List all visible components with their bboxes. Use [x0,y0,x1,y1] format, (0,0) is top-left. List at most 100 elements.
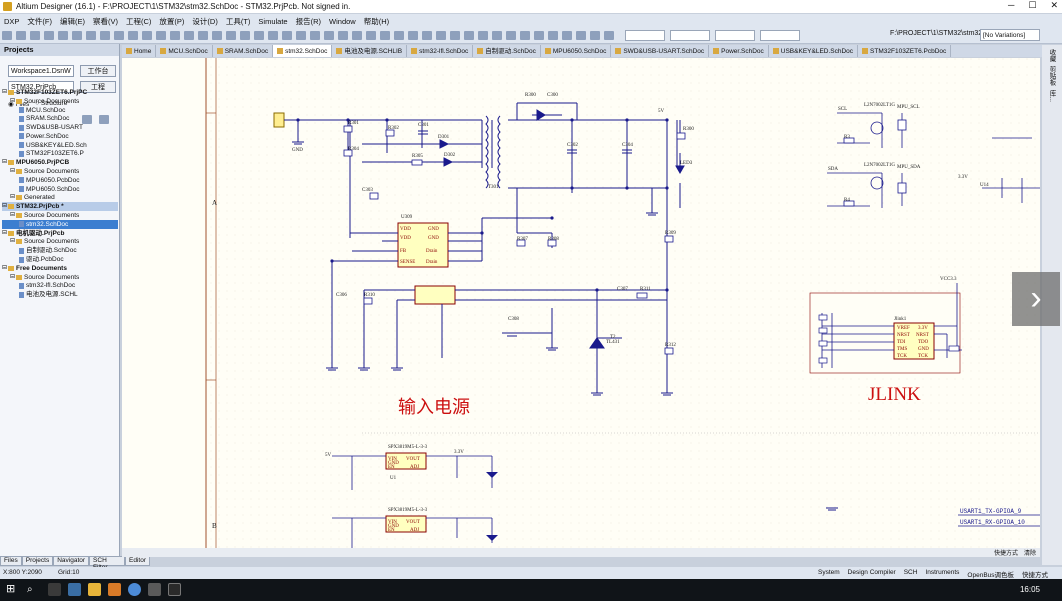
document-tab[interactable]: 自制驱动.SchDoc [473,45,541,57]
menu-item[interactable]: 编辑(E) [60,16,85,26]
expand-icon[interactable]: ⊟ [2,203,8,210]
document-tab[interactable]: SWD&USB-USART.SchDoc [611,45,710,57]
tree-item[interactable]: 自制驱动.SchDoc [2,246,118,255]
tree-item[interactable]: MPU6050.PcbDoc [2,176,118,185]
toolbar-icon[interactable] [324,31,334,40]
expand-icon[interactable]: ⊟ [2,88,8,95]
right-panel-tab[interactable]: 收藏 [1048,49,1055,62]
document-tab[interactable]: STM32F103ZET6.PcbDoc [858,45,952,57]
toolbar-icon[interactable] [310,31,320,40]
close-button[interactable]: ✕ [1050,0,1058,10]
app-icon[interactable] [148,583,161,596]
edge-icon[interactable] [68,583,81,596]
toolbar-icon[interactable] [604,31,614,40]
status-item[interactable]: System [818,569,840,576]
workspace-select[interactable]: Workspace1.DsnW [8,65,74,77]
document-tab[interactable]: Home [122,45,157,57]
expand-icon[interactable]: ⊟ [10,273,16,280]
toolbar-icon[interactable] [240,31,250,40]
menu-item[interactable]: 工具(T) [225,16,251,26]
toolbar-icon[interactable] [534,31,544,40]
document-tab[interactable]: MPU6050.SchDoc [541,45,612,57]
status-item[interactable]: Instruments [925,569,960,576]
toolbar-icon[interactable] [492,31,502,40]
toolbar-icon[interactable] [156,31,166,40]
toolbar-icon[interactable] [408,31,418,40]
menu-item[interactable]: 放置(P) [159,16,185,26]
sheet-tab[interactable]: 清除 [1023,551,1036,557]
toolbar-icon[interactable] [338,31,348,40]
expand-icon[interactable]: ⊟ [2,229,8,236]
toolbar-icon[interactable] [590,31,600,40]
filter-combo-2[interactable] [670,30,710,41]
workspace-button[interactable]: 工作台 [80,65,116,77]
toolbar-icon[interactable] [142,31,152,40]
project-button[interactable]: 工程 [80,81,116,93]
document-tab[interactable]: Power.SchDoc [709,45,769,57]
toolbar-icon[interactable] [450,31,460,40]
tree-item[interactable]: ⊟Source Documents [2,97,118,106]
menu-item[interactable]: 帮助(H) [363,16,390,26]
toolbar-icon[interactable] [226,31,236,40]
status-item[interactable]: Design Compiler [847,569,896,576]
document-tab[interactable]: MCU.SchDoc [156,45,213,57]
toolbar-icon[interactable] [86,31,96,40]
tree-item[interactable]: ⊟Source Documents [2,211,118,220]
expand-icon[interactable]: ⊟ [10,168,16,175]
filter-combo-3[interactable] [715,30,755,41]
toolbar-icon[interactable] [254,31,264,40]
toolbar-icon[interactable] [72,31,82,40]
toolbar-icon[interactable] [520,31,530,40]
toolbar-icon[interactable] [128,31,138,40]
status-item[interactable]: 快捷方式 [1022,572,1049,579]
tree-item[interactable]: 驱动.PcbDoc [2,255,118,264]
toolbar-icon[interactable] [114,31,124,40]
app-icon-2[interactable] [168,583,181,596]
tree-item[interactable]: ⊟STM32.PrjPcb * [2,202,118,212]
tree-item[interactable]: 电池及电源.SCHL [2,290,118,299]
toolbar-icon[interactable] [366,31,376,40]
maximize-button[interactable]: ☐ [1028,0,1037,10]
tree-item[interactable]: ⊟Free Documents [2,264,118,273]
radio-structure[interactable]: ○ Structure [35,100,68,107]
search-icon[interactable]: ⌕ [27,584,33,595]
toolbar-icon[interactable] [2,31,12,40]
tree-item[interactable]: STM32F103ZET6.P [2,150,118,159]
toolbar-icon[interactable] [198,31,208,40]
minimize-button[interactable]: ─ [1007,0,1015,10]
expand-icon[interactable]: ⊟ [10,238,16,245]
panel-tab[interactable]: Projects [21,556,54,566]
right-panel-tab[interactable]: 库... [1048,89,1055,102]
tree-item[interactable]: stm32.SchDoc [2,219,118,229]
menu-item[interactable]: 设计(D) [192,16,218,26]
tree-item[interactable]: ⊟电机驱动.PrjPcb [2,229,118,238]
toolbar-icon[interactable] [562,31,572,40]
toolbar-icon[interactable] [394,31,404,40]
menu-item[interactable]: DXP [4,16,20,26]
document-tab[interactable]: SRAM.SchDoc [213,45,274,57]
tree-item[interactable]: SWD&USB-USART [2,123,118,132]
toolbar-icon[interactable] [30,31,40,40]
menu-item[interactable]: Window [329,16,356,26]
filter-combo[interactable] [625,30,665,41]
menu-item[interactable]: Simulate [258,16,288,26]
toolbar-icon[interactable] [100,31,110,40]
sheet-tab[interactable]: 快捷方式 [993,551,1018,557]
toolbar-icon[interactable] [282,31,292,40]
document-tab[interactable]: USB&KEY&LED.SchDoc [769,45,859,57]
expand-icon[interactable]: ⊟ [2,264,8,271]
menu-item[interactable]: 察看(V) [93,16,118,26]
toolbar-icon[interactable] [16,31,26,40]
document-tab[interactable]: stm32.SchDoc [273,45,333,57]
toolbar-icon[interactable] [576,31,586,40]
status-item[interactable]: OpenBus调色板 [967,572,1015,579]
toolbar-icon[interactable] [352,31,362,40]
expand-icon[interactable]: ⊟ [10,97,16,104]
toolbar-icon[interactable] [184,31,194,40]
toolbar-icon[interactable] [380,31,390,40]
variations-select[interactable]: [No Variations] [980,29,1040,41]
tree-item[interactable]: SRAM.SchDoc [2,114,118,123]
toolbar-icon[interactable] [478,31,488,40]
project-open-icon[interactable] [82,115,92,124]
